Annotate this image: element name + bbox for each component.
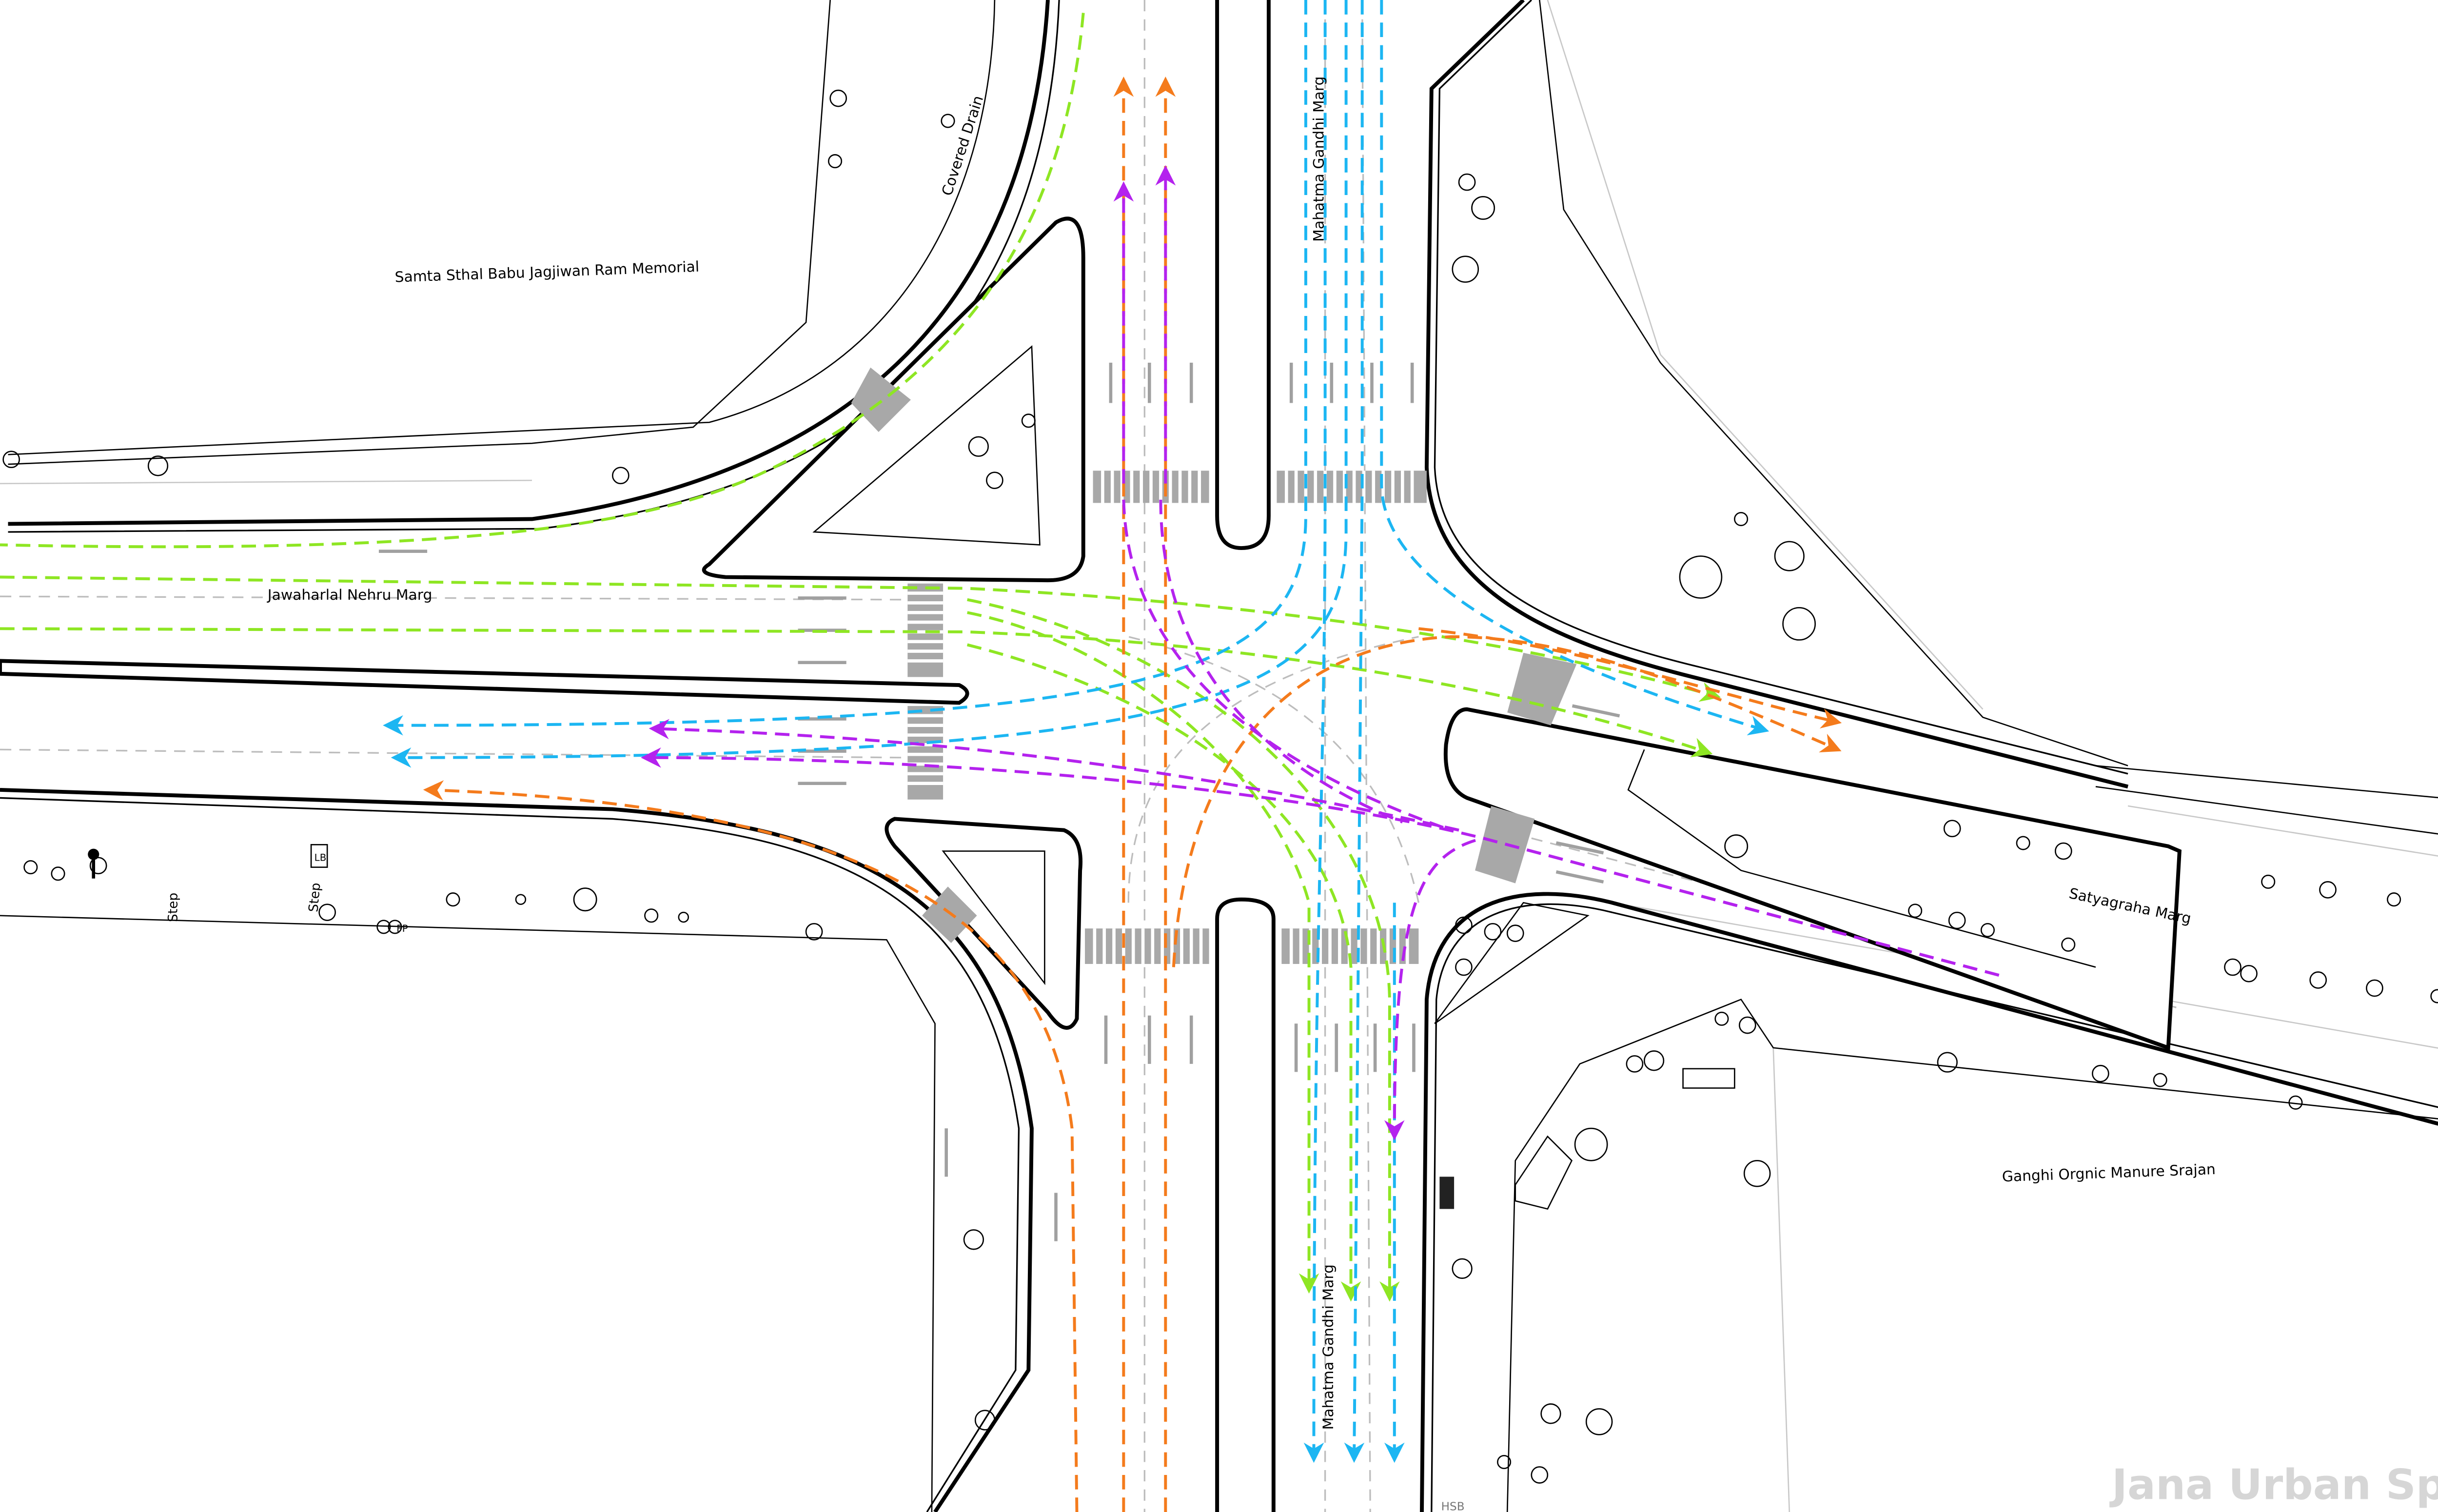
label-step-1: Step (166, 893, 181, 922)
crosswalk-sw (922, 886, 977, 943)
watermark: Jana Urban Space (2109, 1461, 2438, 1510)
flows-purple (641, 165, 2000, 1141)
medians (0, 0, 2182, 1512)
crosswalk-nw (851, 367, 911, 432)
label-mg-marg-north: Mahatma Gandhi Marg (1310, 76, 1327, 241)
flows-green (0, 13, 1721, 1302)
label-fp: FP (396, 923, 408, 934)
lb-box (310, 844, 328, 868)
label-manure: Ganghi Orgnic Manure Srajan (2002, 1161, 2216, 1185)
crosswalk-east (1475, 652, 1577, 884)
south-median (1215, 897, 1276, 1512)
label-hsb: HSB (1441, 1501, 1465, 1512)
label-lb: LB (315, 852, 327, 863)
signal-pole-icon (88, 848, 99, 879)
sw-island (885, 817, 1082, 1030)
label-mg-marg-south: Mahatma Gandhi Marg (1320, 1264, 1337, 1430)
label-memorial: Samta Sthal Babu Jagjiwan Ram Memorial (394, 258, 700, 286)
flows-cyan (383, 0, 1770, 1463)
traffic-flows (0, 0, 2000, 1512)
trees (2, 89, 2438, 1484)
site-features (88, 844, 1735, 1210)
structure (1514, 1135, 1573, 1210)
label-jn-marg: Jawaharlal Nehru Marg (267, 587, 433, 604)
kiosk (1682, 1068, 1735, 1089)
zebra-stripe-gaps (907, 471, 1414, 964)
north-median (1215, 0, 1271, 550)
label-step-2: Step (306, 882, 323, 913)
vehicle-icon (1439, 1177, 1455, 1209)
map-labels: Samta Sthal Babu Jagjiwan Ram Memorial C… (166, 76, 2438, 1512)
west-median (0, 659, 969, 705)
east-island (1443, 707, 2182, 1051)
flows-orange (423, 76, 1842, 1512)
